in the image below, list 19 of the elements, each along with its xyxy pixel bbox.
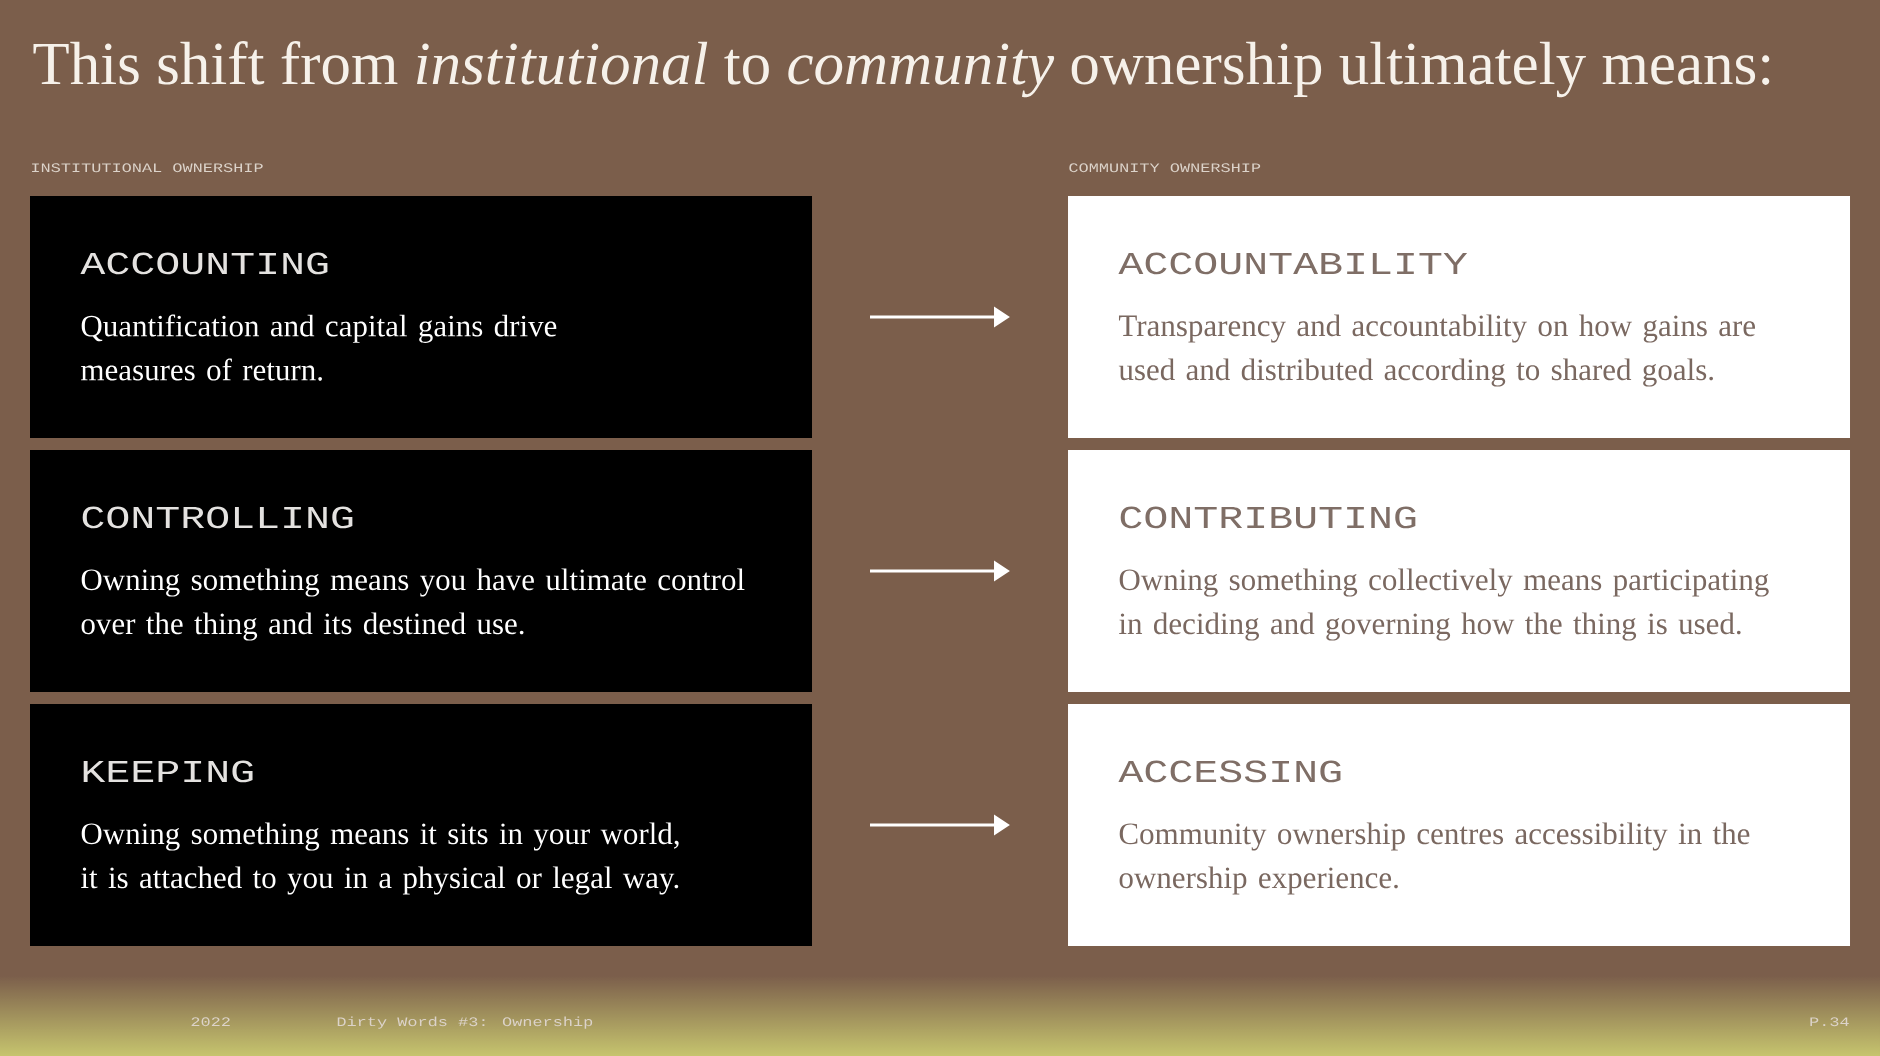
box-heading: CONTROLLING <box>82 506 353 529</box>
box-heading: ACCOUNTABILITY <box>1118 252 1468 275</box>
box-heading: KEEPING <box>83 760 253 783</box>
box-text: Owning something collectively means participating in deciding and governing how the thing is used. <box>1119 568 1769 641</box>
text-card <box>1068 196 1850 438</box>
title: This shift from institutional to community ownership ultimately means: <box>33 41 1770 98</box>
box-text: Community ownership centres accessibility in the ownership experience. <box>1119 822 1750 895</box>
text-card <box>30 196 812 438</box>
box-text: Owning something means it sits in your world, it is attached to you in a physical or legal way. <box>81 822 679 895</box>
box-heading: ACCESSING <box>1118 760 1341 783</box>
box-text: Owning something means you have ultimate control over the thing and its destined use. <box>81 568 745 641</box>
box-heading: CONTRIBUTING <box>1120 506 1416 529</box>
box-heading: ACCOUNTING <box>80 252 328 275</box>
text-card <box>30 704 812 946</box>
box-text: Transparency and accountability on how gains are used and distributed according to shared goals. <box>1118 314 1755 387</box>
text-card <box>1068 704 1850 946</box>
text-card <box>1068 450 1850 692</box>
box-text: Quantification and capital gains drive measures of return. <box>81 314 557 381</box>
text-card <box>30 450 812 692</box>
